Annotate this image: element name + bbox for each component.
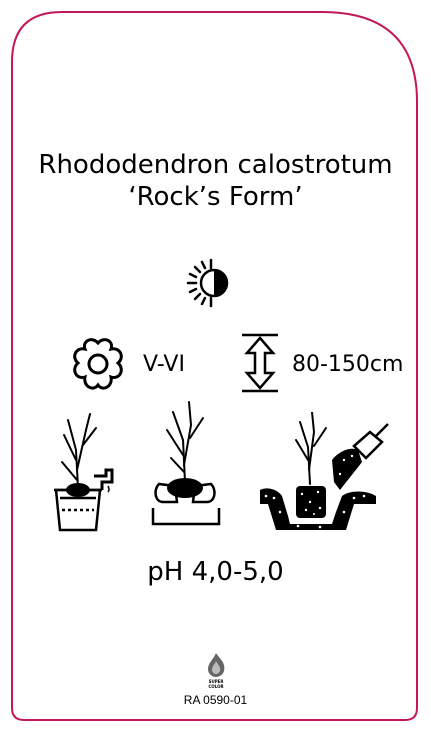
plant-name-line1: Rhododendron calostrotum bbox=[38, 150, 393, 180]
half-sun-icon bbox=[186, 258, 229, 308]
plant-name-line2: ‘Rock’s Form’ bbox=[128, 182, 303, 212]
brand-line1: SUPER bbox=[208, 679, 224, 684]
brand-line2: COLOR bbox=[208, 684, 224, 689]
label-code: RA 0590-01 bbox=[183, 693, 248, 707]
plant-soil-filling-icon bbox=[260, 412, 389, 530]
flower-icon bbox=[73, 338, 123, 390]
flowering-period: V-VI bbox=[143, 352, 185, 377]
plant-in-hole-icon bbox=[151, 401, 221, 526]
height-arrow-icon bbox=[242, 333, 278, 393]
height-range: 80-150cm bbox=[292, 352, 404, 377]
soil-ph: pH 4,0-5,0 bbox=[147, 557, 284, 587]
plant-in-bucket-watering-icon bbox=[54, 413, 114, 532]
brand-flame-icon bbox=[208, 653, 225, 677]
